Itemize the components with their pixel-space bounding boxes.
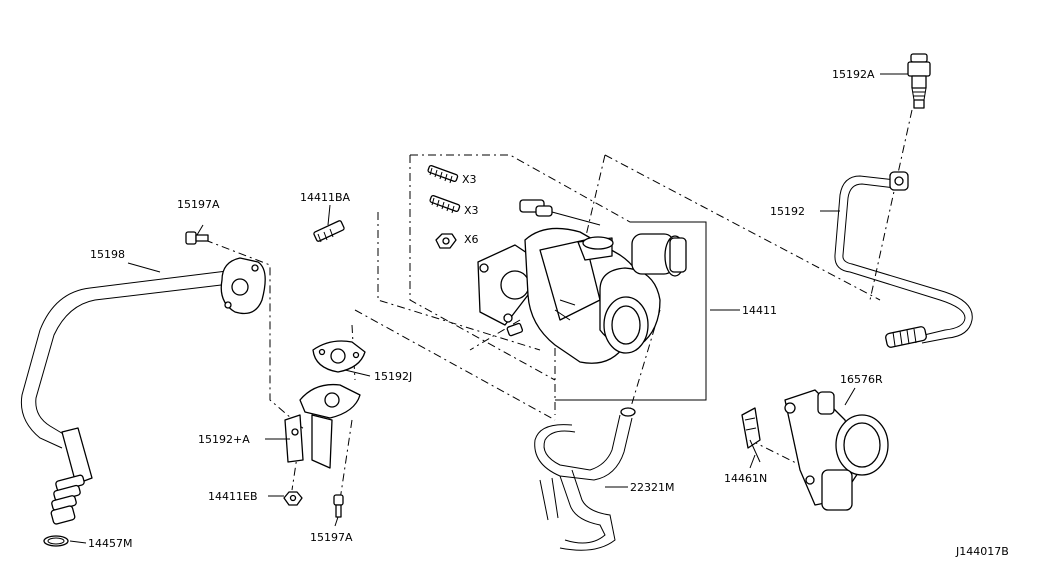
bolt-15197A-bottom (333, 494, 344, 518)
stud-x3-a (427, 164, 459, 184)
label-15192J: 15192J (374, 370, 412, 383)
nut-x6 (435, 233, 457, 249)
label-15192plusA: 15192+A (198, 433, 250, 446)
turbo-group-box (555, 221, 707, 401)
label-nut-qty: X6 (464, 233, 479, 246)
stud-x3-b (429, 194, 461, 214)
label-14411EB: 14411EB (208, 490, 258, 503)
label-14461N: 14461N (724, 472, 767, 485)
bolt-15197A-top (185, 231, 209, 245)
label-15192A-top: 15192A (832, 68, 875, 81)
oil-return-adapter-15192plusA (284, 383, 361, 469)
sensor-14461N (741, 407, 761, 463)
leader-lines (69, 73, 908, 544)
label-16576R: 16576R (840, 373, 883, 386)
label-14411BA: 14411BA (300, 191, 351, 204)
label-22321M: 22321M (630, 481, 674, 494)
label-14411: 14411 (742, 304, 777, 317)
oil-feed-pipe-15192 (834, 171, 973, 348)
oil-return-pipe-15198 (20, 257, 266, 525)
label-15198: 15198 (90, 248, 125, 261)
label-15192: 15192 (770, 205, 805, 218)
nut-14411EB (283, 491, 303, 506)
label-stud-qty-1: X3 (462, 173, 477, 186)
throttle-body-16576R (784, 389, 889, 511)
diagram-id: J144017B (955, 545, 1009, 558)
label-15197A-top: 15197A (177, 198, 220, 211)
label-15197A-bottom: 15197A (310, 531, 353, 544)
turbocharger-14411 (477, 199, 687, 364)
hose-22321M (534, 407, 636, 551)
banjo-bolt-15192A (907, 53, 931, 109)
o-ring-14457M (43, 535, 69, 547)
label-14457M: 14457M (88, 537, 132, 550)
label-stud-qty-2: X3 (464, 204, 479, 217)
stud-14411BA (313, 220, 345, 243)
gasket-15192J (312, 340, 366, 373)
